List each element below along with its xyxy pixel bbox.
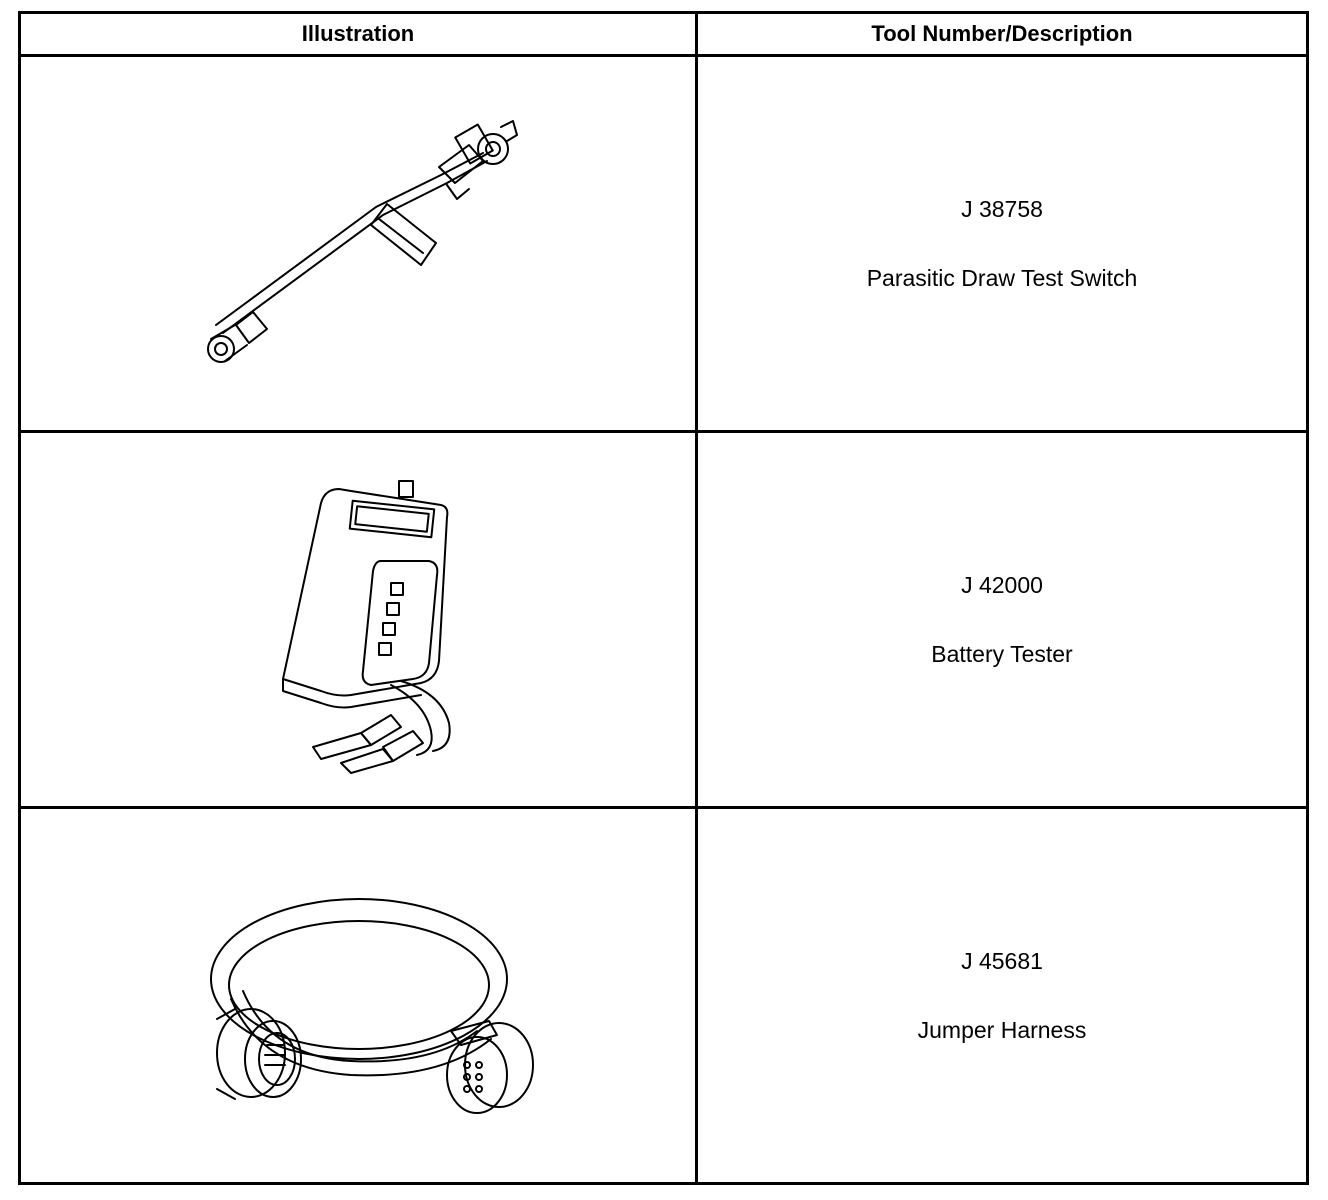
header-row: Illustration Tool Number/Description [18, 11, 1309, 57]
table-row: J 45681 Jumper Harness [18, 806, 1309, 1185]
tool-number: J 38758 [961, 195, 1043, 222]
table-row: J 38758 Parasitic Draw Test Switch [18, 54, 1309, 433]
tool-description: Parasitic Draw Test Switch [866, 264, 1138, 291]
tool-cell: J 42000 Battery Tester [695, 430, 1309, 809]
header-illustration: Illustration [18, 11, 698, 57]
jumper-harness-illustration [210, 898, 534, 1114]
illustration-cell [18, 54, 698, 433]
parasitic-draw-test-switch-illustration [207, 120, 518, 363]
header-tool-number-description: Tool Number/Description [695, 11, 1309, 57]
tool-cell: J 45681 Jumper Harness [695, 806, 1309, 1185]
tool-cell: J 38758 Parasitic Draw Test Switch [695, 54, 1309, 433]
tool-number: J 42000 [961, 571, 1043, 598]
illustration-cell [18, 430, 698, 809]
tools-table: Illustration Tool Number/Description [18, 11, 1309, 1185]
table-row: J 42000 Battery Tester [18, 430, 1309, 809]
tool-number: J 45681 [961, 947, 1043, 974]
illustration-cell [18, 806, 698, 1185]
tool-description: Battery Tester [931, 640, 1073, 667]
tool-description: Jumper Harness [917, 1016, 1087, 1043]
battery-tester-illustration [282, 480, 451, 774]
